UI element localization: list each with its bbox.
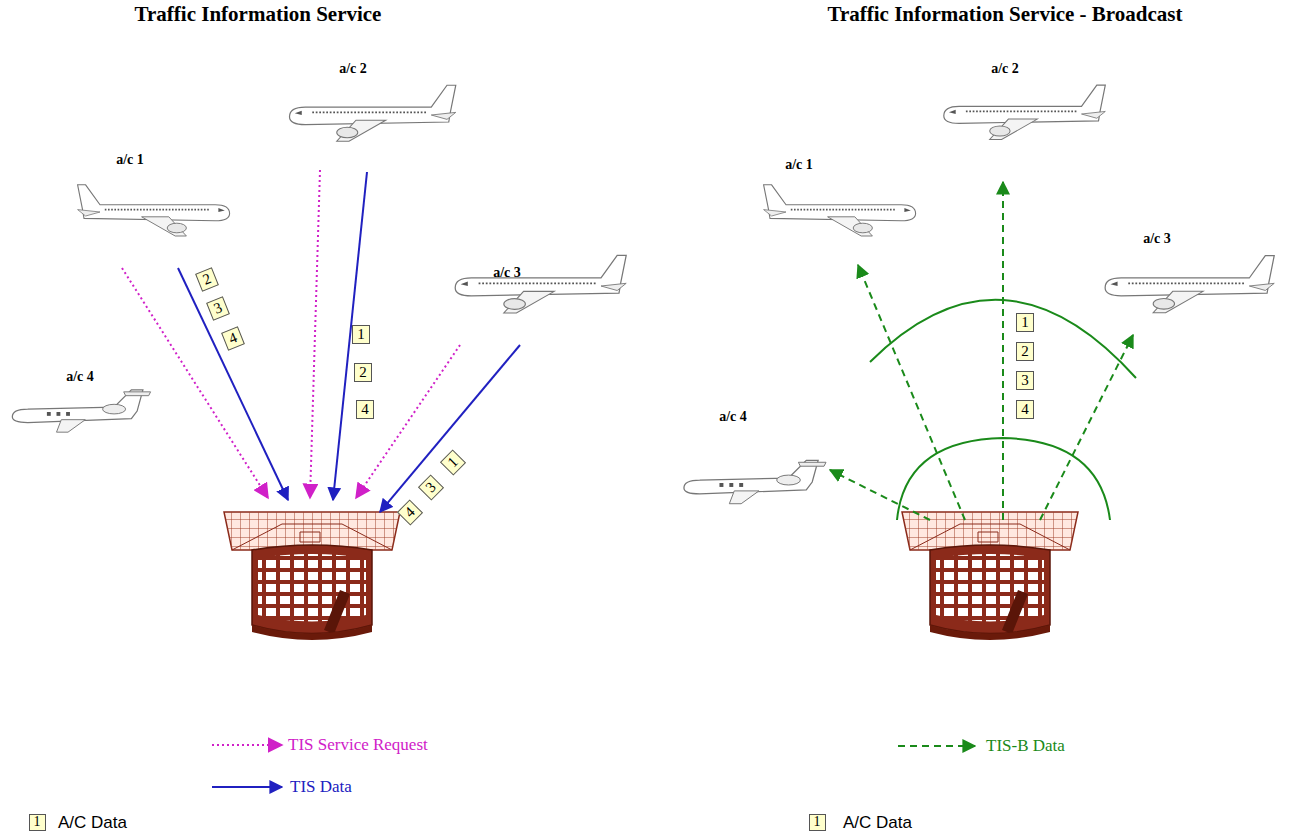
aircraft-label: a/c 4 <box>719 409 747 425</box>
box-number: 3 <box>423 479 439 495</box>
panel-title: Traffic Information Service <box>135 2 382 27</box>
aircraft-label: a/c 4 <box>66 369 94 385</box>
data-box: 1 <box>440 449 466 475</box>
box-number: 4 <box>402 504 418 520</box>
data-box: 2 <box>1016 342 1034 361</box>
box-number: 1 <box>445 454 461 470</box>
legend-text: A/C Data <box>843 813 912 833</box>
legend-sample <box>212 744 282 746</box>
data-box: 4 <box>397 499 423 525</box>
data-box: 3 <box>1016 371 1034 390</box>
box-number: 2 <box>201 271 214 288</box>
aircraft-label: a/c 1 <box>785 157 813 173</box>
data-box: 4 <box>221 326 245 350</box>
legend-text: TIS Service Request <box>288 735 428 755</box>
legend-text: TIS Data <box>290 777 352 797</box>
legend-sample <box>898 745 975 747</box>
aircraft-label: a/c 2 <box>991 61 1019 77</box>
data-box: 1 <box>1016 313 1034 332</box>
data-box: 3 <box>206 296 230 320</box>
legend-sample <box>212 786 282 788</box>
box-number: 1 <box>1021 315 1029 330</box>
box-number: 4 <box>227 330 240 347</box>
data-box: 2 <box>354 363 372 382</box>
box-number: 1 <box>357 327 365 342</box>
data-box: 1 <box>352 325 370 344</box>
data-box: 4 <box>356 400 374 419</box>
panel-title: Traffic Information Service - Broadcast <box>828 2 1183 27</box>
aircraft-label: a/c 3 <box>1143 231 1171 247</box>
legend-number: 1 <box>34 814 41 830</box>
box-number: 3 <box>212 300 225 317</box>
data-box: 2 <box>195 267 219 291</box>
aircraft-label: a/c 1 <box>116 152 144 168</box>
box-number: 2 <box>1021 344 1029 359</box>
aircraft-label: a/c 3 <box>493 265 521 281</box>
data-box: 4 <box>1016 400 1034 419</box>
legend-text: A/C Data <box>58 813 127 833</box>
box-number: 4 <box>1021 402 1029 417</box>
box-number: 2 <box>359 365 367 380</box>
box-number: 4 <box>361 402 369 417</box>
data-box: 3 <box>418 474 444 500</box>
legend-text: TIS-B Data <box>986 736 1065 756</box>
box-number: 3 <box>1021 373 1029 388</box>
aircraft-label: a/c 2 <box>339 61 367 77</box>
legend-number: 1 <box>814 814 821 830</box>
